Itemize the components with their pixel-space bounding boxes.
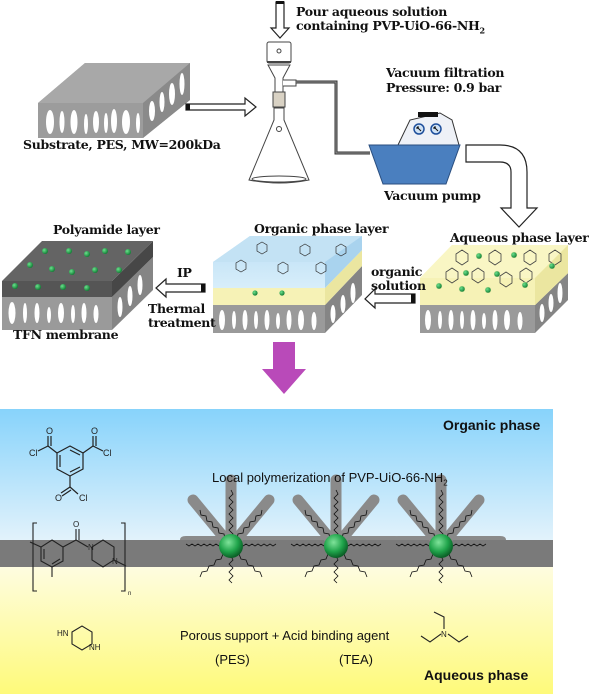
ip-label: IP	[177, 265, 192, 280]
substrate-block	[38, 63, 190, 138]
thermal-label: Thermal	[148, 301, 205, 316]
local-polymerization-text: Local polymerization of PVP-UiO-66-NH	[212, 470, 444, 485]
tfn-membrane-label: TFN membrane	[13, 327, 119, 342]
arrow-pump-to-aqueous	[465, 144, 539, 228]
piperazine-atom-nh2: NH	[89, 643, 101, 652]
pour-arrow	[269, 1, 291, 39]
polymer-subscript-n: n	[128, 591, 131, 597]
mechanism-illustration: O O Cl Cl O Cl O N N n	[0, 409, 553, 694]
aqueous-layer-block	[420, 245, 568, 333]
vacuum-filtration-label: Vacuum filtration	[386, 65, 505, 80]
tmc-atom-o1: O	[46, 426, 53, 436]
tea-label: (TEA)	[339, 652, 373, 667]
tea-structure	[420, 611, 469, 643]
pour-instruction-subscript: 2	[479, 25, 485, 36]
vacuum-tube	[296, 80, 370, 155]
substrate-label: Substrate, PES, MW=200kDa	[23, 137, 221, 152]
arrow-organic-to-tfn	[155, 277, 206, 299]
vacuum-pump-label: Vacuum pump	[384, 188, 481, 203]
aqueous-phase-label: Aqueous phase	[424, 667, 529, 683]
piperazine-structure	[71, 625, 93, 651]
arrow-aqueous-to-organic	[364, 287, 416, 310]
vacuum-pump	[368, 112, 461, 185]
polymer-atom-o: O	[73, 520, 79, 529]
polymer-atom-n2: N	[112, 557, 118, 566]
treatment-label: treatment	[148, 315, 216, 330]
organic-phase-label: Organic phase	[443, 417, 541, 433]
interfacial-polymerization-panel: O O Cl Cl O Cl O N N n	[0, 409, 553, 694]
tfn-membrane-block	[2, 241, 153, 330]
local-polymerization-subscript: 2	[443, 478, 448, 488]
process-flow-illustration	[2, 1, 568, 394]
local-polymerization-label: Local polymerization of PVP-UiO-66-NH2	[212, 470, 448, 491]
pour-instruction-line2: containing PVP-UiO-66-NH2	[296, 18, 485, 39]
pour-instruction-text: containing PVP-UiO-66-NH	[296, 18, 480, 33]
organic-solution-line1: organic	[371, 264, 423, 279]
magenta-down-arrow	[262, 342, 306, 394]
pour-instruction-line1: Pour aqueous solution	[296, 4, 447, 19]
tea-atom-n: N	[441, 630, 447, 639]
polyamide-repeat-unit	[29, 522, 127, 592]
tmc-atom-o2: O	[91, 426, 98, 436]
mof-particles	[12, 248, 131, 291]
organic-solution-line2: solution	[371, 278, 426, 293]
organic-layer-block	[213, 236, 362, 333]
tmc-structure	[37, 436, 104, 497]
polymer-atom-n1: N	[88, 543, 94, 552]
aqueous-phase-layer-label: Aqueous phase layer	[450, 230, 589, 245]
aqueous-phase-region	[0, 567, 553, 694]
tmc-atom-cl3: Cl	[79, 493, 88, 503]
porous-support-label: Porous support + Acid binding agent	[180, 628, 390, 643]
piperazine-atom-nh1: HN	[57, 629, 69, 638]
arrow-substrate-to-filter	[185, 96, 257, 118]
tmc-atom-o3: O	[55, 493, 62, 503]
mof-particles	[435, 251, 556, 294]
pressure-label: Pressure: 0.9 bar	[386, 80, 502, 95]
filtration-flask	[248, 41, 310, 184]
polyamide-layer-label: Polyamide layer	[53, 222, 160, 237]
pes-label: (PES)	[215, 652, 250, 667]
organic-phase-layer-label: Organic phase layer	[254, 221, 389, 236]
tmc-atom-cl1: Cl	[29, 448, 38, 458]
tmc-atom-cl2: Cl	[103, 448, 112, 458]
